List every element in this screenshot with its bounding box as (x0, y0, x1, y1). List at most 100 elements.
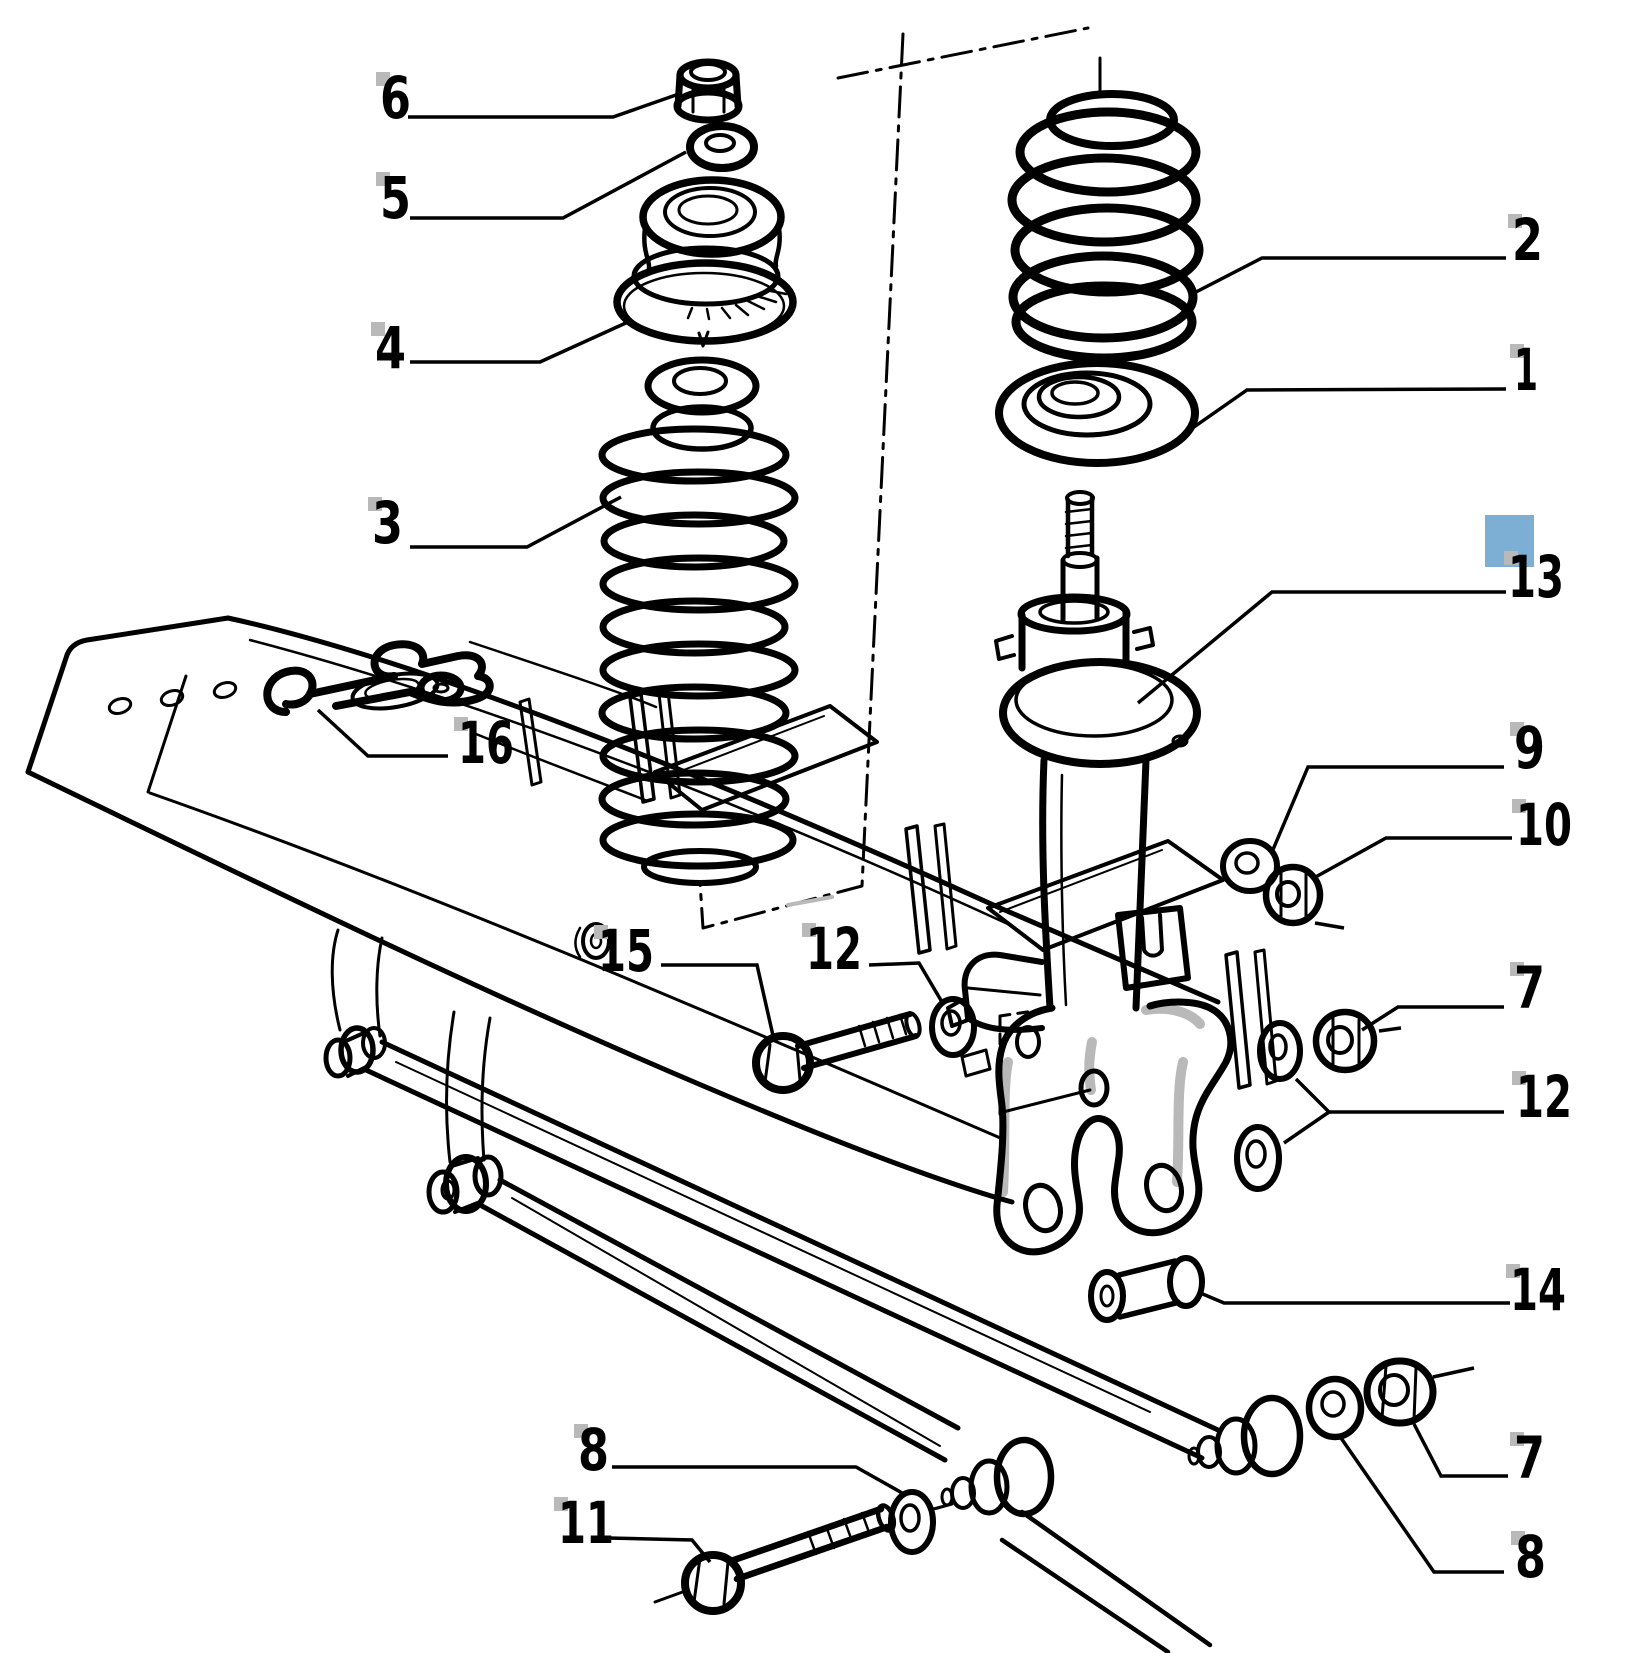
leader-line-15 (661, 963, 776, 1041)
part-label-1[interactable]: 1 (1514, 336, 1538, 404)
label-shade-notch-16 (454, 717, 468, 731)
callout-15: 15 (594, 917, 776, 1041)
callout-7-upper: 7 (1361, 954, 1545, 1033)
nut-10-drawing (1262, 863, 1324, 927)
arm-end-bushing-right (1187, 1394, 1304, 1478)
washer-12-lower-drawing (1234, 1124, 1282, 1192)
label-shade-notch-11 (554, 1497, 568, 1511)
leader-line-8-left (612, 1465, 905, 1496)
label-shade-notch-12-right (1512, 1071, 1526, 1085)
part-label-8-right[interactable]: 8 (1515, 1523, 1546, 1591)
leader-line-13 (1136, 590, 1506, 705)
part-label-6[interactable]: 6 (380, 64, 411, 132)
callout-1: 1 (1192, 336, 1538, 429)
callout-3: 3 (368, 489, 622, 557)
bolt-15-drawing (752, 1011, 922, 1094)
label-shade-notch-2 (1508, 214, 1522, 228)
label-shade-notch-9 (1510, 722, 1524, 736)
part-label-8-left[interactable]: 8 (578, 1416, 609, 1484)
section-boundary-lines (698, 26, 1090, 930)
part-label-3[interactable]: 3 (372, 489, 403, 557)
nut-7-lower-drawing (1363, 1357, 1437, 1427)
strut-mount-drawing (613, 176, 797, 348)
leader-line-3 (410, 495, 622, 549)
part-label-7-upper[interactable]: 7 (1514, 954, 1545, 1022)
callout-13: 13 (1136, 543, 1564, 705)
label-shade-notch-7-upper (1510, 962, 1524, 976)
part-label-12-left[interactable]: 12 (806, 915, 862, 983)
label-shade-notch-3 (368, 497, 382, 511)
part-label-10[interactable]: 10 (1516, 791, 1572, 859)
washer-8-left-drawing (888, 1489, 936, 1555)
leader-line-4 (410, 320, 629, 364)
label-shade-notch-6 (376, 72, 390, 86)
callout-8-left: 8 (574, 1416, 905, 1496)
leader-line-10 (1314, 921, 1345, 930)
leader-line-14 (1197, 1290, 1510, 1305)
label-shade-notch-4 (371, 322, 385, 336)
part-label-15[interactable]: 15 (598, 917, 654, 985)
subframe-drawing (25, 615, 1278, 1205)
leader-line-12-right (1283, 1110, 1330, 1145)
washer-12-upper-drawing (1257, 1020, 1303, 1082)
callout-10: 10 (1311, 791, 1572, 930)
washer-8-right-drawing (1305, 1375, 1365, 1441)
callout-2: 2 (1195, 206, 1543, 294)
lock-nut-drawing (673, 58, 743, 124)
leader-line-11 (607, 1536, 712, 1564)
arm-pivot-bushing-front (323, 1025, 387, 1079)
callout-11: 11 (554, 1489, 712, 1564)
leader-line-9 (1270, 765, 1504, 853)
part-label-4[interactable]: 4 (375, 314, 406, 382)
callout-12-right: 12 (1283, 1063, 1572, 1145)
spring-seat-drawing (995, 359, 1199, 467)
callout-4: 4 (371, 314, 629, 382)
coil-spring-drawing (1007, 56, 1204, 363)
leader-line-12-left (868, 961, 944, 1003)
part-label-7-lower[interactable]: 7 (1514, 1424, 1545, 1492)
part-label-9[interactable]: 9 (1514, 714, 1545, 782)
leader-line-1 (1192, 387, 1507, 429)
part-label-14[interactable]: 14 (1510, 1256, 1566, 1324)
part-label-16[interactable]: 16 (458, 709, 514, 777)
bolt-11-drawing (681, 1503, 897, 1615)
washer-12-left-drawing (929, 996, 977, 1058)
callout-9: 9 (1270, 714, 1545, 853)
label-shade-notch-5 (376, 172, 390, 186)
part-label-5[interactable]: 5 (380, 164, 411, 232)
label-shade-notch-10 (1512, 799, 1526, 813)
callout-16: 16 (316, 708, 514, 777)
part-label-11[interactable]: 11 (558, 1489, 614, 1557)
leader-line-6 (408, 93, 677, 119)
callout-7-lower: 7 (1412, 1366, 1545, 1492)
leader-line-16 (316, 708, 448, 758)
arm-pivot-bushing-rear (426, 1154, 504, 1215)
label-shade-notch-8-right (1511, 1531, 1525, 1545)
part-label-13[interactable]: 13 (1508, 543, 1564, 611)
label-shade-notch-14 (1506, 1264, 1520, 1278)
label-shade-notch-13 (1504, 551, 1518, 565)
callout-12-left: 12 (802, 915, 944, 1003)
leader-line-7-lower (1412, 1423, 1508, 1478)
shock-absorber-drawing (946, 490, 1235, 1256)
spacer-14-drawing (1088, 1255, 1205, 1323)
callout-5: 5 (376, 150, 687, 232)
label-shade-notch-12-left (802, 923, 816, 937)
part-label-2[interactable]: 2 (1512, 206, 1543, 274)
callout-8-right: 8 (1339, 1437, 1546, 1591)
leader-line-8-right (1339, 1437, 1504, 1574)
callout-6: 6 (376, 64, 677, 132)
callout-14: 14 (1197, 1256, 1566, 1324)
washer-9-drawing (1220, 838, 1280, 894)
leader-line-12-right (1294, 1077, 1504, 1114)
leader-line-7-upper (1378, 1026, 1402, 1033)
arm-end-bushing-left (940, 1436, 1055, 1518)
washer-5-drawing (686, 122, 758, 172)
label-shade-notch-7-lower (1510, 1432, 1524, 1446)
leader-line-10 (1311, 836, 1512, 881)
leader-line-5 (410, 150, 687, 220)
part-label-12-right[interactable]: 12 (1516, 1063, 1572, 1131)
